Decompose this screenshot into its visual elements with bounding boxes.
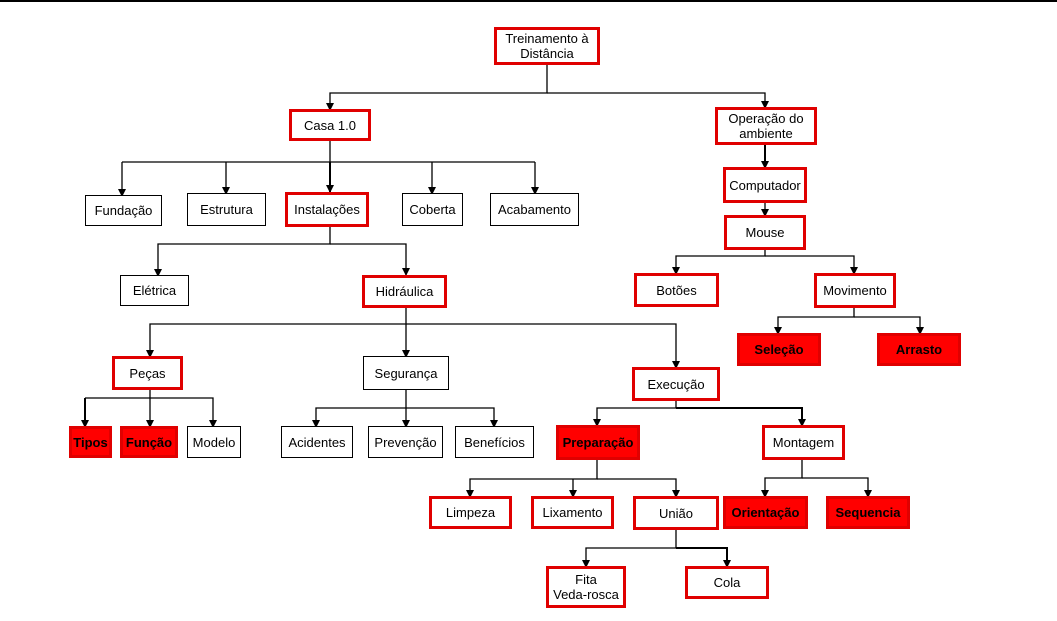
node-orientacao: Orientação: [723, 496, 808, 529]
node-coberta: Coberta: [402, 193, 463, 226]
node-instalacoes: Instalações: [285, 192, 369, 227]
edge-hidr-execucao: [406, 323, 680, 369]
node-computador: Computador: [723, 167, 807, 203]
node-acabamento: Acabamento: [490, 193, 579, 226]
node-modelo: Modelo: [187, 426, 241, 458]
node-montagem: Montagem: [762, 425, 845, 460]
node-execucao: Execução: [632, 367, 720, 401]
node-preparacao: Preparação: [556, 425, 640, 460]
node-fita-veda-rosca: Fita Veda-rosca: [546, 566, 626, 608]
node-funcao: Função: [120, 426, 178, 458]
node-treinamento: Treinamento à Distância: [494, 27, 600, 65]
node-movimento: Movimento: [814, 273, 896, 308]
edge-pecas-bus: [85, 390, 151, 399]
edge-mont-sequencia: [802, 477, 872, 498]
node-fundacao: Fundação: [85, 195, 162, 226]
edge-seg-bus: [312, 390, 407, 428]
node-hidraulica: Hidráulica: [362, 275, 447, 308]
edge-mont-bus: [761, 460, 803, 498]
edge-prep-uniao: [597, 478, 680, 498]
edge-seg-beneficios: [406, 407, 498, 428]
edge-hidr-bus: [146, 307, 407, 358]
edge-inst-bus: [154, 226, 331, 277]
node-estrutura: Estrutura: [187, 193, 266, 226]
node-tipos: Tipos: [69, 426, 112, 458]
edge-pecas-modelo: [150, 397, 217, 428]
node-casa: Casa 1.0: [289, 109, 371, 141]
edge-mouse-movimento: [765, 255, 858, 275]
edge-mouse-bus: [672, 250, 766, 275]
edge-inst-hidraulica: [330, 243, 410, 276]
node-pecas: Peças: [112, 356, 183, 390]
edge-root-casa: [326, 64, 548, 111]
edge-exec-bus: [593, 401, 677, 427]
node-cola: Cola: [685, 566, 769, 599]
edge-mov-bus: [774, 308, 855, 335]
node-sequencia: Sequencia: [826, 496, 910, 529]
node-lixamento: Lixamento: [531, 496, 614, 529]
node-beneficios: Benefícios: [455, 426, 534, 458]
node-operacao-ambiente: Operação do ambiente: [715, 107, 817, 145]
node-eletrica: Elétrica: [120, 275, 189, 306]
node-seguranca: Segurança: [363, 356, 449, 390]
edge-root-operacao: [547, 92, 769, 109]
edge-prep-bus: [466, 460, 598, 498]
edge-uniao-cola: [676, 547, 731, 568]
node-selecao: Seleção: [737, 333, 821, 366]
edge-mov-arrasto: [854, 316, 924, 335]
top-border-line: [0, 0, 1057, 2]
edge-exec-montagem: [676, 407, 806, 427]
node-arrasto: Arrasto: [877, 333, 961, 366]
edge-uniao-bus: [582, 530, 677, 568]
node-acidentes: Acidentes: [281, 426, 353, 458]
node-prevencao: Prevenção: [368, 426, 443, 458]
node-botoes: Botões: [634, 273, 719, 307]
node-limpeza: Limpeza: [429, 496, 512, 529]
node-mouse: Mouse: [724, 215, 806, 250]
node-uniao: União: [633, 496, 719, 530]
